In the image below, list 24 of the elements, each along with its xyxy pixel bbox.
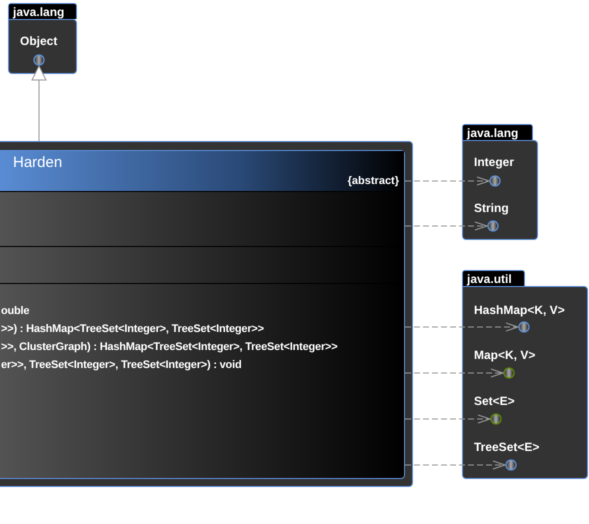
class-name: Set<E>	[474, 394, 515, 408]
class-modifier: {abstract}	[348, 175, 399, 187]
class-name: Harden	[13, 154, 62, 171]
package-tab: java.util	[462, 270, 525, 286]
class-box	[0, 150, 405, 479]
method-signature: >>, ClusterGraph) : HashMap<TreeSet<Integer>, TreeSet<Integer>>	[1, 341, 338, 353]
class-name: String	[474, 201, 509, 215]
generalization-arrow	[32, 66, 46, 142]
package-tab: java.lang	[462, 124, 533, 140]
package-tab: java.lang	[8, 3, 77, 19]
method-signature: ouble	[1, 305, 30, 317]
method-signature: er>>, TreeSet<Integer>, TreeSet<Integer>) : void	[1, 359, 242, 371]
dependency-arrow	[404, 368, 504, 378]
dependency-arrow	[404, 460, 506, 470]
dependency-arrow	[404, 222, 488, 230]
class-name: Integer	[474, 155, 514, 169]
class-name: TreeSet<E>	[474, 440, 540, 454]
dependency-arrow	[404, 176, 490, 186]
class-name: Map<K, V>	[474, 348, 536, 362]
dependency-arrow	[404, 414, 490, 424]
class-name: HashMap<K, V>	[474, 303, 565, 317]
dependency-arrow	[404, 322, 518, 332]
method-signature: >>) : HashMap<TreeSet<Integer>, TreeSet<Integer>>	[1, 323, 264, 335]
class-name: Object	[20, 34, 58, 48]
